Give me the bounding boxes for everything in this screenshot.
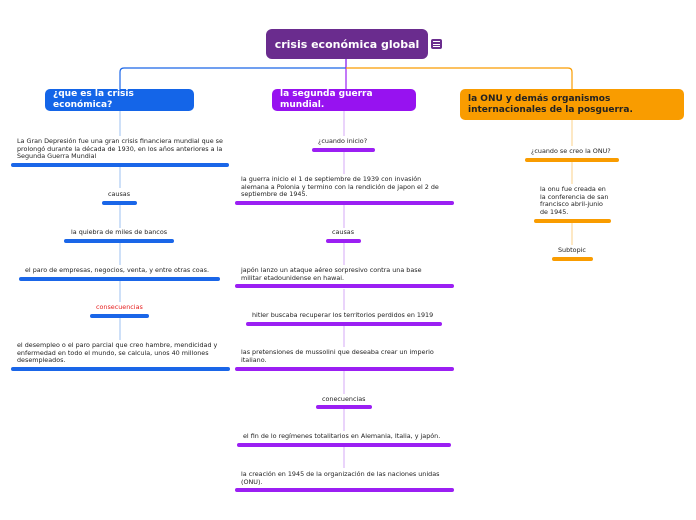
subtopic-underline: [534, 219, 611, 223]
subtopic-inicio-guerra[interactable]: la guerra inicio el 1 de septiembre de 1…: [241, 175, 439, 199]
subtopic-underline: [316, 405, 372, 409]
topic-label: la segunda guerra mundial.: [280, 89, 373, 110]
subtopic-underline: [525, 158, 619, 162]
subtopic-onu-creada[interactable]: la onu fue creada en la conferencia de s…: [540, 185, 609, 217]
subtopic-underline: [326, 239, 361, 243]
subtopic-underline: [11, 163, 229, 167]
subtopic-fin-totalitarios[interactable]: el fin de lo regímenes totalitarios en A…: [243, 432, 441, 440]
topic-label: ¿que es la crisis económica?: [53, 89, 134, 110]
topic-label: la ONU y demás organismos internacionale…: [468, 93, 633, 115]
subtopic-cuando-onu[interactable]: ¿cuando se creo la ONU?: [531, 147, 611, 155]
subtopic-consecuencias-guerra[interactable]: conecuencias: [322, 395, 366, 403]
topic-crisis-economica[interactable]: ¿que es la crisis económica?: [45, 89, 194, 111]
central-topic-label: crisis económica global: [274, 37, 420, 51]
topic-segunda-guerra[interactable]: la segunda guerra mundial.: [272, 89, 416, 111]
central-topic[interactable]: crisis económica global: [266, 29, 428, 59]
subtopic-underline: [552, 257, 593, 261]
subtopic-underline: [246, 322, 442, 326]
subtopic-underline: [237, 443, 451, 447]
subtopic-generic[interactable]: Subtopic: [558, 246, 586, 254]
subtopic-underline: [235, 284, 454, 288]
topic-onu[interactable]: la ONU y demás organismos internacionale…: [460, 89, 684, 120]
subtopic-underline: [312, 148, 375, 152]
subtopic-cuando-inicio[interactable]: ¿cuando inicio?: [318, 137, 368, 145]
subtopic-desempleo[interactable]: el desempleo o el paro parcial que creo …: [17, 341, 218, 365]
subtopic-hitler-territorios[interactable]: hitler buscaba recuperar los territorios…: [252, 311, 434, 319]
note-icon[interactable]: [431, 39, 442, 49]
subtopic-underline: [19, 277, 220, 281]
subtopic-underline: [90, 314, 149, 318]
subtopic-underline: [11, 367, 230, 371]
subtopic-causas-guerra[interactable]: causas: [332, 228, 355, 236]
subtopic-consecuencias[interactable]: consecuencias: [96, 303, 143, 311]
subtopic-underline: [235, 367, 454, 371]
subtopic-paro-empresas[interactable]: el paro de empresas, negocios, venta, y …: [25, 266, 209, 274]
subtopic-underline: [64, 239, 174, 243]
subtopic-quiebra-bancos[interactable]: la quiebra de miles de bancos: [71, 228, 168, 236]
subtopic-causas[interactable]: causas: [108, 190, 131, 198]
subtopic-underline: [102, 201, 137, 205]
subtopic-underline: [235, 488, 454, 492]
subtopic-mussolini[interactable]: las pretensiones de mussolini que deseab…: [241, 348, 434, 364]
subtopic-underline: [235, 201, 454, 205]
subtopic-definicion[interactable]: La Gran Depresión fue una gran crisis fi…: [17, 137, 223, 161]
subtopic-creacion-onu[interactable]: la creación en 1945 de la organización d…: [241, 470, 440, 486]
subtopic-ataque-hawai[interactable]: japón lanzo un ataque aéreo sorpresivo c…: [241, 266, 422, 282]
